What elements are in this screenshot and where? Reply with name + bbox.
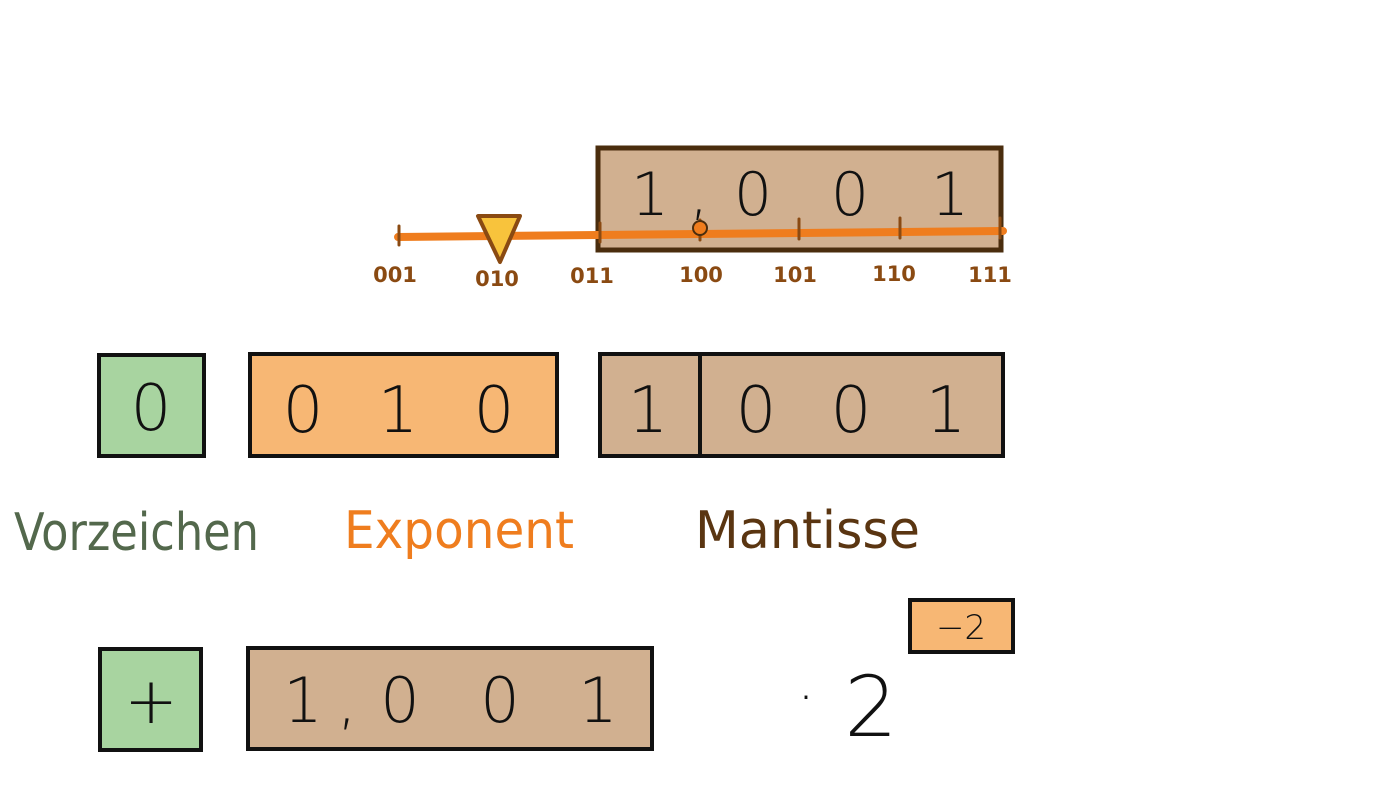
exponent-bit: 0 [283, 374, 324, 448]
tick-label: 010 [475, 267, 519, 291]
formula-digit: 1 [578, 664, 617, 737]
formula-mantissa-box [246, 646, 654, 751]
tick-label: 001 [373, 263, 417, 287]
tick-label: 011 [570, 264, 614, 288]
bit-fields: 0 0 1 0 1 0 0 1 [97, 352, 1005, 458]
hidden-bit: 1 [628, 374, 669, 448]
mantissa-bit: 1 [926, 374, 967, 448]
tick-label: 111 [968, 263, 1012, 287]
window-digit: 1 [931, 160, 969, 230]
number-line: 1 , 0 0 1 001 010 011 100 101 110 111 [373, 145, 1012, 291]
exponent-pointer-icon [476, 214, 522, 264]
exponent-bit: 0 [474, 374, 515, 448]
tick-label: 110 [872, 262, 916, 286]
window-comma: , [689, 158, 708, 228]
formula-digit: 0 [480, 664, 519, 737]
field-labels: Vorzeichen Exponent Mantisse [14, 501, 920, 563]
origin-dot [692, 220, 708, 236]
window-digit: 1 [631, 160, 669, 230]
mantissa-bit: 0 [736, 374, 777, 448]
mantissa-bit: 0 [831, 374, 872, 448]
formula-digit: 0 [380, 664, 419, 737]
exponent-bit: 1 [378, 374, 419, 448]
window-digit: 0 [831, 160, 869, 230]
formula-exponent-box [908, 598, 1015, 654]
formula-digit: 1 [283, 664, 322, 737]
mantissa-label: Mantisse [695, 501, 920, 561]
sign-bit: 0 [131, 372, 172, 446]
formula-sign: + [124, 665, 178, 739]
formula: + 1 , 0 0 1 · 2 −2 [98, 598, 1015, 756]
formula-comma: , [337, 664, 357, 737]
exponent-field [248, 352, 559, 458]
formula-base: 2 [844, 658, 897, 756]
mantissa-field [598, 352, 1005, 458]
tick-label: 100 [679, 263, 723, 287]
exponent-label: Exponent [344, 501, 574, 561]
tick-label: 101 [773, 263, 817, 287]
formula-sign-box [98, 647, 203, 752]
formula-exponent: −2 [936, 608, 986, 648]
sign-field [97, 353, 206, 458]
sign-label: Vorzeichen [14, 503, 259, 563]
window-digit: 0 [734, 160, 772, 230]
multiply-dot: · [797, 665, 815, 730]
